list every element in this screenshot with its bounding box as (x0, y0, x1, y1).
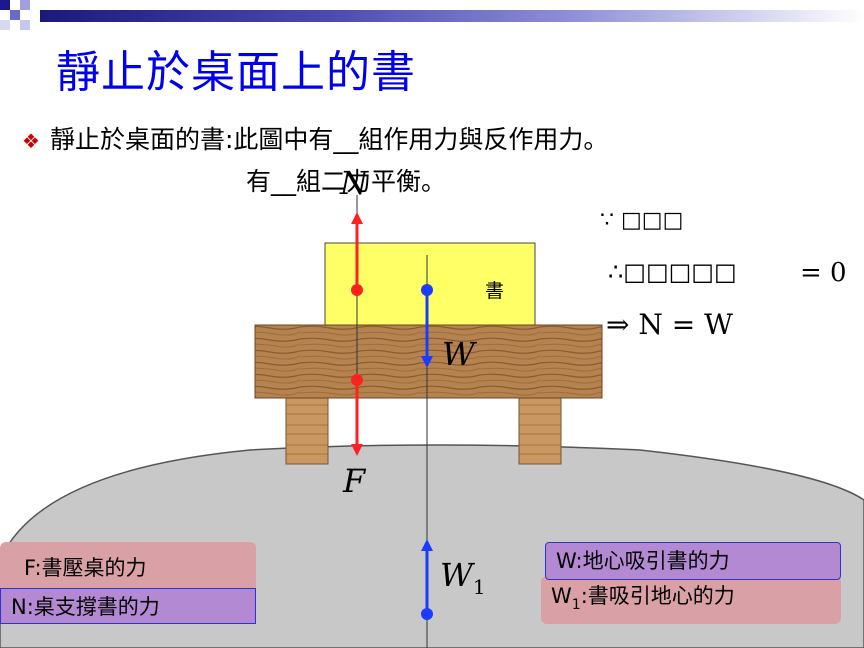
label-W: W (442, 335, 475, 373)
table-leg-right (518, 397, 562, 465)
intro-text-1: 靜止於桌面的書:此圖中有__組作用力與反作用力。 (49, 125, 609, 154)
bullet-icon: ❖ (22, 129, 40, 153)
book-label: 書 (485, 280, 505, 302)
label-F: F (343, 462, 366, 500)
equation-line-2-rhs: = 0 (800, 258, 847, 288)
legend-box-N: N:桌支撐書的力 (0, 588, 256, 624)
legend-W1-prefix: W (551, 584, 572, 608)
intro-line-2: 有__組二力平衡。 (246, 167, 447, 196)
legend-box-F: F:書壓桌的力 (0, 542, 256, 594)
dot-N (351, 284, 363, 296)
label-W1: W1 (440, 556, 486, 599)
legend-W1-sub: 1 (571, 597, 581, 613)
legend-box-W: W:地心吸引書的力 (545, 542, 841, 580)
intro-line-1: ❖ 靜止於桌面的書:此圖中有__組作用力與反作用力。 (22, 120, 608, 156)
equation-line-3: ⇒ N = W (606, 308, 733, 341)
page-title: 靜止於桌面上的書 (56, 47, 416, 98)
table-leg-left (285, 397, 329, 465)
label-N: N (340, 164, 368, 202)
label-W1-main: W (440, 556, 473, 594)
equation-line-1: ∵ □□□ (600, 208, 684, 233)
label-W1-sub: 1 (472, 575, 486, 599)
equation-line-2: ∴□□□□□ (608, 258, 737, 286)
legend-W1-rest: :書吸引地心的力 (580, 584, 735, 608)
legend-box-W1: W1:書吸引地心的力 (541, 576, 841, 624)
corner-decoration (0, 0, 864, 30)
book-shape (324, 242, 536, 326)
dot-W (421, 284, 433, 296)
dot-F (351, 374, 363, 386)
dot-W1 (421, 608, 433, 620)
